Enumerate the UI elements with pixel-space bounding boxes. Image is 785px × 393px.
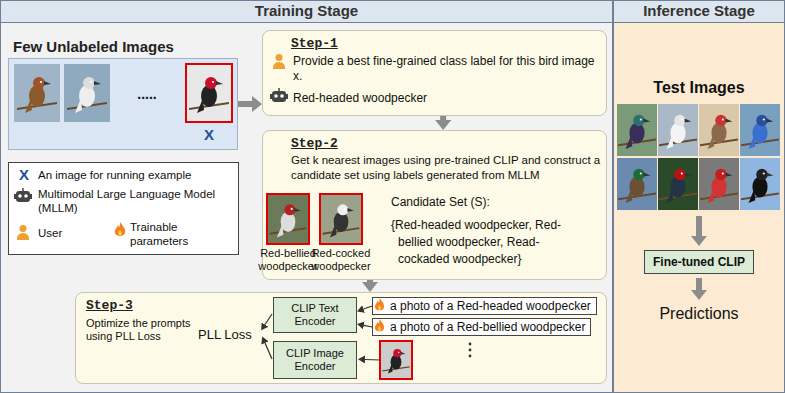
node-text: a photo of a Red-bellied woodpecker (390, 320, 585, 334)
flame-icon (375, 319, 384, 331)
prompt-box: a photo of a Red-bellied woodpecker (372, 318, 591, 336)
prompt-box: a photo of a Red-headed woodpecker (372, 297, 597, 315)
bird-photo (186, 64, 232, 122)
node-text: Training Stage (0, 0, 613, 22)
node-text: Fine-tuned CLIP (653, 255, 745, 269)
bird-photo (740, 158, 780, 210)
bird-photo (320, 194, 362, 244)
output-label: Predictions (623, 304, 775, 323)
section-heading: Test Images (623, 78, 775, 97)
bird-figure (189, 77, 229, 113)
flow-arrow (364, 306, 372, 309)
robot-icon (270, 88, 288, 102)
inference-ground (614, 23, 785, 393)
training-ground (1, 23, 613, 393)
node-text: Few Unlabeled Images (13, 38, 174, 56)
node-text: Inference Stage (613, 0, 785, 22)
flame-icon (375, 298, 384, 310)
bird-photo (658, 158, 698, 210)
legend-marker: X (14, 166, 34, 184)
flow-arrow (238, 101, 252, 107)
ellipsis-dot (469, 343, 472, 346)
flame-icon (115, 222, 125, 236)
node-text: a photo of a Red-headed woodpecker (390, 299, 591, 313)
legend-entry: Multimodal Large Language Model (MLLM) (38, 187, 223, 215)
bird-figure (618, 115, 656, 149)
bird-figure (741, 115, 779, 149)
node-text: Optimize the prompts using PLL Loss (86, 317, 194, 343)
ellipsis-dot (469, 349, 472, 352)
legend-frame (9, 163, 239, 255)
user-icon (17, 225, 29, 240)
loss-arrow (265, 343, 272, 359)
bird-figure (17, 77, 57, 113)
bird-photo (699, 158, 739, 210)
bird-photo (658, 104, 698, 156)
bird-figure (741, 169, 779, 203)
bird-photo (64, 64, 110, 122)
node-text: Red-headed woodpecker (293, 91, 427, 106)
node-text: Get k nearest images using pre-trained C… (291, 153, 603, 183)
bird-figure (270, 204, 307, 237)
bird-figure (700, 115, 738, 149)
bird-figure (618, 169, 656, 203)
model-box: Fine-tuned CLIP (644, 250, 754, 274)
legend-text: Multimodal Large Language Model (MLLM) (38, 187, 223, 215)
bird-photo (380, 341, 412, 379)
flow-arrow (696, 216, 702, 236)
legend-entry: Trainable parameters (130, 220, 202, 248)
robot-icon (14, 188, 32, 202)
legend-text: An image for running example (38, 168, 233, 182)
header-bar (1, 1, 613, 23)
node-text: PLL Loss (198, 327, 252, 342)
bird-photo (617, 104, 657, 156)
bird-figure (67, 77, 107, 113)
node-text: Step-3 (86, 298, 133, 313)
ellipsis-dot (469, 355, 472, 358)
bird-figure (382, 349, 409, 373)
node-text: CLIP Text Encoder (274, 302, 356, 328)
legend-text: User (38, 226, 62, 240)
bird-figure (323, 204, 360, 237)
node-text: Provide a best fine-grained class label … (293, 54, 603, 84)
image-group: Few Unlabeled Images (8, 58, 238, 150)
step-box: Step-3Optimize the prompts using PLL Los… (75, 292, 607, 384)
node-text: Step-1 (291, 36, 338, 51)
legend-text: Trainable parameters (130, 220, 202, 248)
user-icon (273, 54, 285, 69)
stage-panel: Inference StageFine-tuned CLIP (613, 0, 785, 393)
ellipsis: ..... (112, 86, 182, 102)
flow-arrow (440, 116, 446, 120)
legend-entry: User (38, 226, 62, 240)
image-caption: Red-cocked woodpecker (310, 247, 372, 273)
bird-photo (699, 104, 739, 156)
flow-arrow (696, 278, 702, 290)
bird-figure (659, 169, 697, 203)
loss-arrow (265, 314, 272, 325)
flow-arrow (367, 280, 373, 282)
bird-photo (617, 158, 657, 210)
bird-photo (267, 194, 309, 244)
image-caption: Red-bellied woodpecker (257, 247, 319, 273)
image-marker: X (199, 126, 219, 144)
header-bar (614, 1, 785, 23)
bird-photo (740, 104, 780, 156)
bird-figure (659, 115, 697, 149)
encoder-box: CLIP Image Encoder (273, 341, 357, 379)
legend-entry: An image for running example (38, 168, 233, 182)
encoder-box: CLIP Text Encoder (273, 297, 357, 333)
bird-photo (14, 64, 60, 122)
node-text: {Red-headed woodpecker, Red-bellied wood… (391, 217, 563, 268)
step-box: Step-1Provide a best fine-grained class … (262, 30, 607, 116)
image-arrow (365, 359, 380, 361)
node-text: Step-2 (291, 136, 338, 151)
node-text: CLIP Image Encoder (274, 347, 356, 373)
node-text: Candidate Set (S): (391, 195, 490, 210)
bird-figure (700, 169, 738, 203)
flow-arrow (364, 325, 372, 327)
